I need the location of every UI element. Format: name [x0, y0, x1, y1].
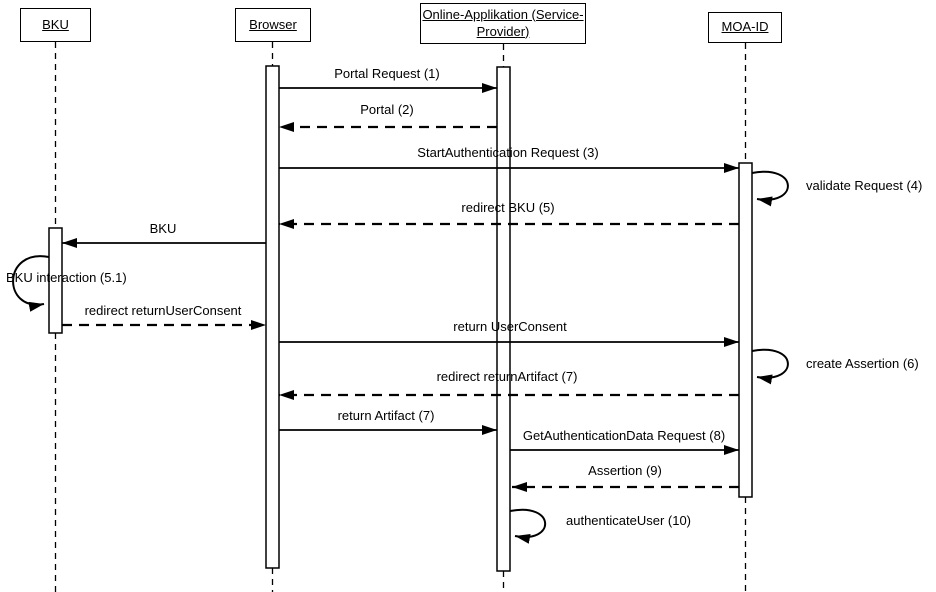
- message-label-portal-request: Portal Request (1): [334, 66, 440, 81]
- actor-browser: Browser: [235, 8, 311, 42]
- activation-bars: [48, 65, 753, 572]
- activation-moa-id: [738, 162, 753, 498]
- message-label-return-artifact: return Artifact (7): [337, 408, 435, 423]
- actor-bku-label: BKU: [42, 16, 69, 32]
- loop-create-assertion: [751, 348, 789, 385]
- message-label-assertion: Assertion (9): [588, 463, 662, 478]
- actor-online-applikation-label-line1: Online-Applikation (Service-: [422, 6, 584, 22]
- actor-moa-id: MOA-ID: [708, 12, 782, 43]
- activation-online-applikation: [496, 66, 511, 572]
- message-label-bku-interaction: BKU interaction (5.1): [6, 270, 127, 285]
- actor-online-applikation-label-line2: Provider): [476, 23, 530, 39]
- loop-validate-request: [751, 170, 789, 207]
- message-label-redirect-returnuserconsent: redirect returnUserConsent: [84, 303, 242, 318]
- actor-moa-id-label: MOA-ID: [721, 19, 769, 35]
- actor-browser-label: Browser: [249, 16, 297, 32]
- dashed-arrows: [62, 122, 739, 492]
- actor-bku: BKU: [20, 8, 91, 42]
- message-label-authenticateuser: authenticateUser (10): [566, 513, 692, 528]
- message-label-return-userconsent: return UserConsent: [453, 319, 567, 334]
- self-loops: [12, 170, 789, 544]
- activation-bku: [48, 227, 63, 334]
- message-label-getauthenticationdata-request: GetAuthenticationData Request (8): [522, 428, 726, 443]
- message-label-bku: BKU: [149, 221, 177, 236]
- activation-browser: [265, 65, 280, 569]
- lifelines: [54, 42, 747, 592]
- loop-authenticateuser: [509, 508, 547, 544]
- loop-bku-interaction: [12, 255, 50, 312]
- message-label-create-assertion: create Assertion (6): [806, 356, 919, 371]
- message-label-redirect-bku: redirect BKU (5): [461, 200, 555, 215]
- solid-arrows: [62, 83, 739, 455]
- message-label-validate-request: validate Request (4): [806, 178, 923, 193]
- message-label-portal: Portal (2): [360, 102, 414, 117]
- actor-online-applikation: Online-Applikation (Service- Provider): [420, 3, 586, 44]
- message-label-redirect-returnartifact: redirect returnArtifact (7): [436, 369, 578, 384]
- message-label-startauthentication-request: StartAuthentication Request (3): [417, 145, 599, 160]
